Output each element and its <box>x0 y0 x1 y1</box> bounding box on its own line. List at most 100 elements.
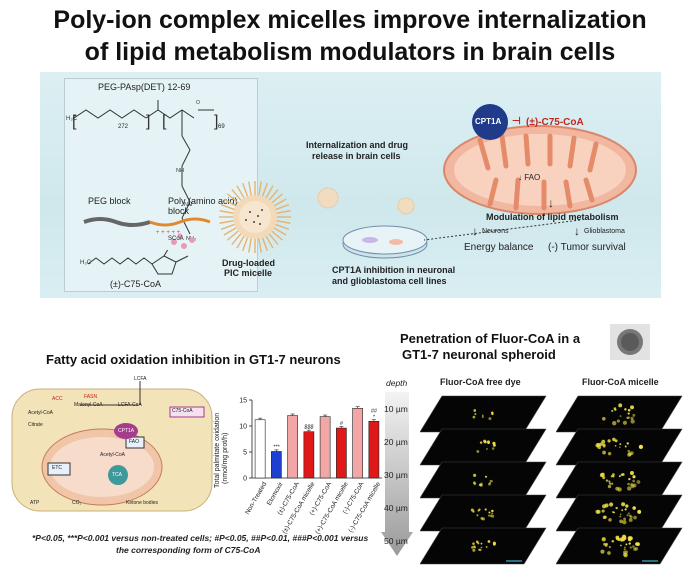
micelle-slice <box>556 395 683 433</box>
poly-block-label-2: block <box>168 206 190 216</box>
depth-tick-label: 40 µm <box>384 503 408 513</box>
cpt1a-protein-icon <box>472 104 508 140</box>
c75-coa-structure: H₃C <box>80 250 189 275</box>
pathway-diagram <box>11 381 213 512</box>
pw-c75: C75-CoA <box>172 408 193 414</box>
c75-coa-label: (±)-C75-CoA <box>110 279 161 289</box>
chart-y-tick-label: 10 <box>239 424 247 431</box>
depth-tick-label: 30 µm <box>384 470 408 480</box>
chart-bar <box>303 431 315 479</box>
chart-significance-label: * <box>373 414 376 420</box>
chart-y-tick-label: 0 <box>243 476 247 483</box>
svg-text:H₃C: H₃C <box>66 116 78 122</box>
depth-label: depth <box>386 378 408 388</box>
micelle-label-2: PIC micelle <box>224 268 273 278</box>
fao-label: ↓ FAO <box>518 173 541 182</box>
neurons-label: Neurons <box>482 228 509 235</box>
penetration-title-1: Penetration of Fluor-CoA in a <box>400 331 581 346</box>
chart-significance-label: # <box>340 421 344 427</box>
svg-text:NH: NH <box>176 168 184 174</box>
pw-tca: TCA <box>112 472 122 478</box>
free-dye-slice <box>420 527 547 565</box>
pw-acetyl-2: Acetyl-CoA <box>100 452 126 458</box>
micelle-slice <box>556 428 683 466</box>
svg-text:H₃C: H₃C <box>80 260 92 266</box>
free-dye-slice <box>420 461 547 499</box>
energy-balance-label: Energy balance <box>464 242 534 253</box>
graphical-abstract-banner: PEG-PAsp(DET) 12-69 H₃C NH NH NH₂ O [ ] … <box>40 72 661 298</box>
tumor-survival-label: (-) Tumor survival <box>548 242 626 253</box>
depth-tick-label: 10 µm <box>384 404 408 414</box>
pw-acc: ACC <box>52 396 63 402</box>
fatty-acid-title: Fatty acid oxidation inhibition in GT1-7… <box>46 352 341 367</box>
depth-tick-label: 50 µm <box>384 536 408 546</box>
svg-text:O: O <box>196 100 200 106</box>
pw-acetyl-1: Acetyl-CoA <box>28 410 54 416</box>
svg-text:[: [ <box>72 113 77 130</box>
chart-significance-label: ## <box>371 408 378 414</box>
chart-y-tick-label: 15 <box>239 398 247 405</box>
chart-bar <box>319 416 331 479</box>
polymer-name: PEG-PAsp(DET) 12-69 <box>98 82 191 92</box>
spheroid-thumbnail <box>610 324 650 360</box>
peg-index: 272 <box>118 124 129 130</box>
pw-fasn: FASN <box>84 394 98 400</box>
down-arrow-icon: ↓ <box>548 196 554 210</box>
pw-atp: ATP <box>30 500 40 506</box>
petri-dish-icon <box>342 225 428 259</box>
neuron-arrow-icon: ↓ <box>472 224 478 238</box>
internalization-label-1: Internalization and drug <box>306 140 409 150</box>
pasp-index: 69 <box>218 124 225 130</box>
chart-bar <box>368 421 380 479</box>
poly-block-label-1: Poly (amino acid) <box>168 196 238 206</box>
chart-x-tick-label: (-)-C75-CoA micelle <box>347 481 382 534</box>
micelle-slice <box>556 461 683 499</box>
footnote-line-1: *P<0.05, ***P<0.001 versus non-treated c… <box>32 533 369 543</box>
footnote-line-2: the corresponding form of C75-CoA <box>116 545 261 555</box>
pw-malonyl: Malonyl-CoA <box>74 402 103 408</box>
title-line-2: of lipid metabolism modulators in brain … <box>84 38 616 66</box>
chart-x-tick-label: Non-Treated <box>244 481 269 516</box>
depth-arrow <box>381 392 413 556</box>
micelle-slice <box>556 527 683 565</box>
pw-co2: CO₂ <box>72 500 82 506</box>
title-line-1: Poly-ion complex micelles improve intern… <box>53 6 647 34</box>
chart-ylabel-1: Total palmitate oxidation <box>214 412 221 488</box>
micelle-label-1: Drug-loaded <box>222 258 275 268</box>
svg-text:[: [ <box>162 113 167 130</box>
glioblastoma-label: Glioblastoma <box>584 228 625 235</box>
chart-significance-label: *** <box>273 444 280 450</box>
cpt1a-label: CPT1A <box>475 117 502 126</box>
penetration-title-2: GT1-7 neuronal spheroid <box>402 347 556 362</box>
chart-bar <box>254 419 266 479</box>
block-schematic: + + + + + <box>83 217 211 249</box>
depth-tick-label: 20 µm <box>384 437 408 447</box>
svg-text:+ + + + +: + + + + + <box>156 230 181 236</box>
pw-lcfa-coa: LCFA-CoA <box>118 402 142 408</box>
pw-citrate: Citrate <box>28 422 43 428</box>
svg-text:]: ] <box>214 113 218 130</box>
col-micelle: Fluor-CoA micelle <box>582 377 659 387</box>
chart-bar <box>336 427 347 479</box>
inhibit-bar: ⊣ <box>512 116 521 127</box>
cpt1a-inhibition-label-2: and glioblastoma cell lines <box>332 276 447 286</box>
modulation-label: Modulation of lipid metabolism <box>486 212 619 222</box>
chart-y-tick-label: 5 <box>243 450 247 457</box>
cpt1a-inhibition-label-1: CPT1A inhibition in neuronal <box>332 265 456 275</box>
svg-text:NH: NH <box>184 202 192 208</box>
polymer-structure-panel <box>64 78 258 292</box>
inhibitor-label: (±)-C75-CoA <box>526 117 584 128</box>
pw-lcfa: LCFA <box>134 376 147 382</box>
chart-bar <box>352 408 363 479</box>
small-micelles <box>317 187 415 215</box>
scoa-label: SCoA <box>168 236 184 242</box>
polymer-structure-drawing: H₃C NH NH NH₂ O [ ] [ ] <box>66 100 218 242</box>
pw-ketone: Ketone bodies <box>126 500 158 506</box>
pw-cpt1a: CPT1A <box>118 428 135 434</box>
internalization-label-2: release in brain cells <box>312 151 401 161</box>
pw-fao: FAO <box>129 439 140 445</box>
chart-bar <box>271 451 282 479</box>
pw-etc: ETC <box>52 465 62 471</box>
glioblastoma-arrow-icon: ↓ <box>574 224 580 238</box>
